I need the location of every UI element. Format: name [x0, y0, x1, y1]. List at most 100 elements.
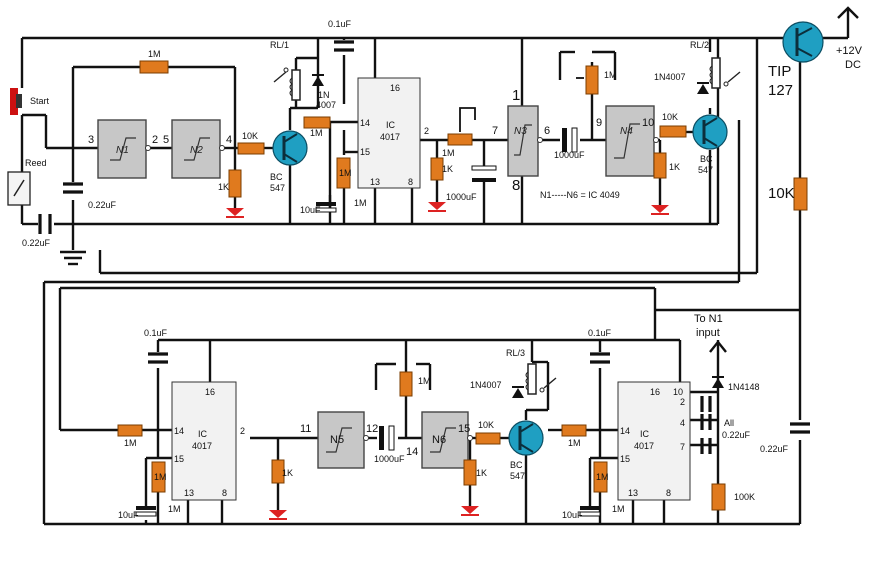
- supply-unit-label: DC: [845, 59, 861, 71]
- pin-10-top: 10: [642, 117, 654, 129]
- bottom-row-wires: [60, 340, 720, 524]
- r1m-ic1-bottom: 1M: [354, 198, 367, 208]
- c10u-ic2-label: 10uF: [118, 510, 139, 520]
- diode-1n4148: [712, 376, 724, 388]
- ic3-p7: 7: [680, 442, 685, 452]
- rl3-label: RL/3: [506, 348, 525, 358]
- capacitor-022-ic3-b: [700, 414, 712, 430]
- capacitor-1000u-n5n6: [379, 425, 395, 451]
- n4-label: N4: [620, 126, 633, 137]
- r10k-q1-label: 10K: [242, 131, 258, 141]
- resistor-100k: [711, 483, 726, 511]
- capacitor-022-bottom: [38, 214, 52, 234]
- all-cap-label: 0.22uF: [722, 430, 751, 440]
- pin-8: 8: [512, 177, 520, 194]
- gate-n1: N1: [97, 119, 151, 179]
- ic2-num: 4017: [192, 441, 212, 451]
- ic1-p8: 8: [408, 177, 413, 187]
- c022-bottom-label: 0.22uF: [22, 238, 51, 248]
- bc-q1-label: BC: [270, 172, 283, 182]
- pin-3: 3: [88, 134, 94, 146]
- ic3-label: IC: [640, 429, 650, 439]
- to-n1-arrow: [709, 340, 727, 353]
- resistor-1m-ic1-in: [303, 116, 331, 129]
- c022-right-label: 0.22uF: [760, 444, 789, 454]
- wiring: [20, 8, 850, 526]
- r1k-q2-label: 1K: [669, 162, 680, 172]
- ic3-p4: 4: [680, 418, 685, 428]
- gate-n4: N4: [605, 105, 659, 177]
- pot-1m-top: [447, 133, 473, 146]
- ic2-p13: 13: [184, 488, 194, 498]
- capacitor-10u-ic1: [315, 202, 337, 213]
- r1m-ic2-reset-label: 1M: [154, 472, 167, 482]
- n2-label: N2: [190, 145, 203, 156]
- r1m-top-label: 1M: [148, 49, 161, 59]
- d3-label: 1N4007: [470, 380, 502, 390]
- pin-14-bot: 14: [406, 446, 418, 458]
- pin-7-top: 7: [492, 125, 498, 137]
- led-1: [226, 208, 244, 218]
- capacitor-01-bot1: [148, 352, 168, 364]
- transistor-q1: [272, 130, 308, 166]
- ic3-p8: 8: [666, 488, 671, 498]
- resistor-1m-ic1-reset: [336, 157, 351, 189]
- gate-n6: N6: [421, 411, 473, 469]
- pot-1m-n4-label: 1M: [604, 70, 617, 80]
- capacitor-01-bot2: [590, 352, 610, 364]
- ic3-p15: 15: [620, 454, 630, 464]
- ic3-p13: 13: [628, 488, 638, 498]
- tip-num-label: 127: [768, 82, 793, 99]
- resistor-1m-ic2-reset: [151, 461, 166, 493]
- ic1-p15: 15: [360, 147, 370, 157]
- diode-rl1: [312, 74, 324, 86]
- bc-q3-num: 547: [510, 471, 525, 481]
- led-4: [269, 510, 287, 520]
- gate-n2: N2: [171, 119, 225, 179]
- ic-4017-bottom-right: IC 4017 16 14 15 13 8 10 2 4 7: [617, 381, 691, 501]
- resistor-1m-top: [139, 60, 169, 74]
- pin-4: 4: [226, 134, 232, 146]
- c1000u-n3n4-label: 1000uF: [554, 150, 585, 160]
- bc-q3-label: BC: [510, 460, 523, 470]
- capacitor-1000u-n3n4: [562, 127, 578, 153]
- r10k-right-label: 10K: [768, 185, 795, 202]
- ic3-p10: 10: [673, 387, 683, 397]
- resistor-1k-q3: [463, 459, 477, 486]
- led-5: [461, 506, 479, 516]
- supply-terminal: +12V DC: [836, 6, 863, 71]
- ic2-p14: 14: [174, 426, 184, 436]
- led-3: [651, 205, 669, 215]
- d1b-label: 4007: [316, 100, 336, 110]
- ic3-num: 4017: [634, 441, 654, 451]
- pin-12: 12: [366, 423, 378, 435]
- resistor-1k-ic1: [430, 157, 444, 181]
- capacitor-022-ic3-c: [700, 438, 712, 454]
- r1m-ic3-reset-label: 1M: [596, 472, 609, 482]
- diode-rl2: [697, 82, 709, 94]
- pot-1m-top-label: 1M: [442, 148, 455, 158]
- capacitor-10u-ic2: [135, 506, 157, 517]
- ic4049-note: N1-----N6 = IC 4049: [540, 190, 620, 200]
- r10k-q3-label: 10K: [478, 420, 494, 430]
- relay-rl3: [525, 363, 557, 395]
- capacitor-022-mid: [63, 182, 83, 194]
- capacitor-022-ic3-a: [700, 396, 712, 412]
- ic-4017-bottom-left: IC 4017 16 14 15 13 8 2: [171, 381, 245, 501]
- reed-switch: [7, 171, 31, 206]
- gate-n5: N5: [317, 411, 369, 469]
- r1m-ic1-in-label: 1M: [310, 128, 323, 138]
- bc-q1-num: 547: [270, 183, 285, 193]
- reed-label: Reed: [25, 158, 47, 168]
- tip127-transistor: TIP 127: [768, 21, 824, 99]
- n5-label: N5: [330, 434, 344, 446]
- ic1-num: 4017: [380, 132, 400, 142]
- d1-label: 1N: [318, 90, 330, 100]
- ic1-label: IC: [386, 120, 396, 130]
- resistor-1m-ic3-in: [561, 424, 587, 437]
- resistor-1m-ic2-in: [117, 424, 143, 437]
- relay-rl2: [709, 57, 741, 89]
- ic2-p8: 8: [222, 488, 227, 498]
- c1000u-top-label: 1000uF: [446, 192, 477, 202]
- r1m-ic2-bottom: 1M: [168, 504, 181, 514]
